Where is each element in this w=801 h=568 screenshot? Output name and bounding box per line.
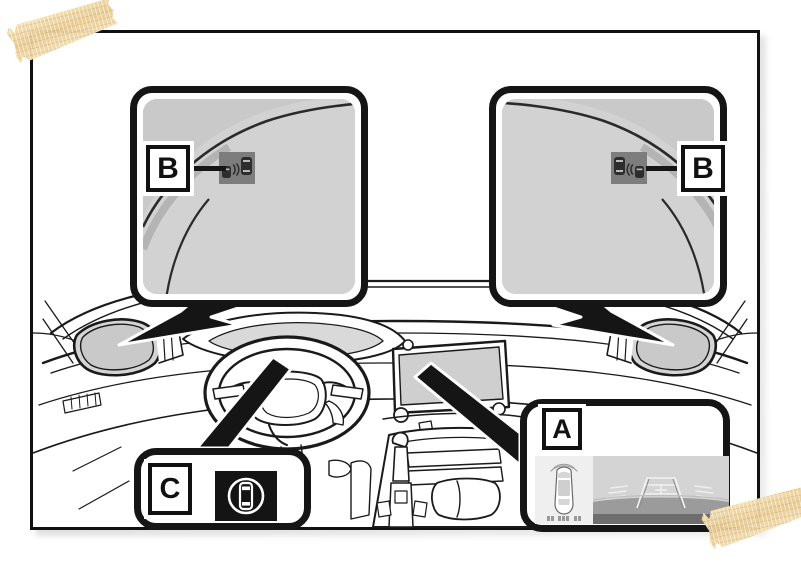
label-B-left: B	[146, 145, 190, 192]
rear-camera-view-pane	[593, 456, 729, 524]
label-C: C	[148, 463, 192, 515]
right-mirror-callout-bubble	[489, 86, 727, 307]
right-mirror-glass	[502, 99, 714, 294]
right-bsm-indicator-tile	[611, 152, 647, 184]
left-mirror-glass	[143, 99, 355, 294]
parking-guide-lines-graphic	[593, 456, 729, 524]
display-callout-bubble	[520, 399, 730, 532]
vehicle-in-circle-warning-icon	[215, 471, 277, 521]
warning-indicator-callout-bubble	[134, 448, 311, 530]
label-B-right: B	[681, 145, 725, 192]
left-mirror-callout-bubble	[130, 86, 368, 307]
top-down-vehicle-graphic	[535, 456, 593, 524]
clearance-sonar-pane	[535, 456, 593, 524]
right-callout-leader-line	[646, 166, 684, 171]
label-A: A	[542, 408, 582, 450]
blind-spot-monitor-indicator-icon	[611, 152, 647, 184]
left-callout-leader-line	[188, 166, 226, 171]
left-mirror-reflection	[143, 99, 355, 294]
warning-lamp-glyph	[215, 471, 277, 521]
right-mirror-reflection	[502, 99, 714, 294]
artwork-layer: B	[32, 33, 758, 532]
rear-camera-display	[535, 456, 729, 524]
